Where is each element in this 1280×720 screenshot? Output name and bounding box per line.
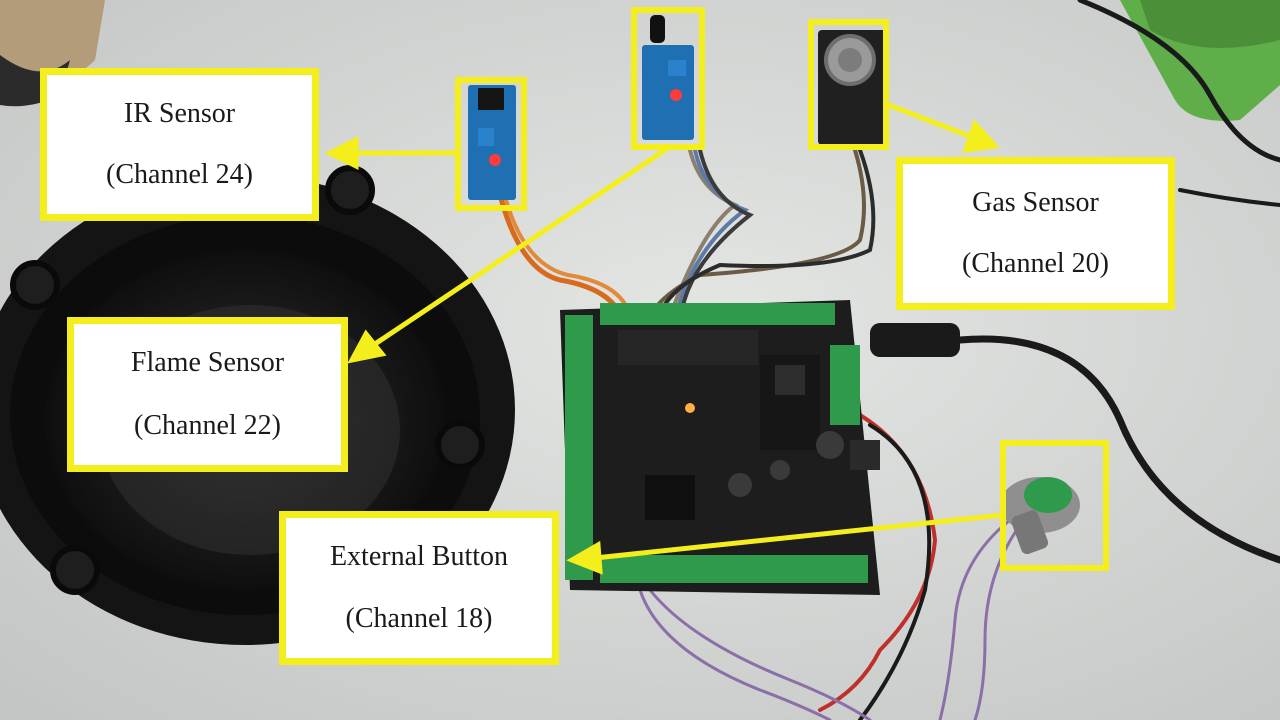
callout-arrows: [324, 101, 1004, 575]
external-button-channel: (Channel 18): [345, 603, 493, 634]
ir-sensor-name: IR Sensor: [123, 97, 236, 129]
gas-sensor-label: Gas Sensor (Channel 20): [896, 157, 1175, 310]
gas-arrow-head: [962, 119, 1001, 154]
flame-sensor-channel: (Channel 22): [134, 409, 281, 441]
flame-sensor-name: Flame Sensor: [130, 347, 285, 379]
gas-sensor-module: [818, 30, 888, 145]
controller-board: [560, 300, 880, 595]
flame-sensor-module: [642, 15, 694, 140]
gas-sensor-highlight: [808, 19, 889, 150]
power-plug: [870, 323, 960, 357]
flame-sensor-highlight: [631, 7, 705, 150]
sensor-highlights: [455, 7, 1109, 571]
flame-arrow-line: [370, 145, 670, 349]
green-box-top: [1140, 0, 1280, 48]
push-button-module: [1000, 477, 1080, 555]
external-button-name: External Button: [329, 541, 509, 572]
external-button-label: External Button (Channel 18): [279, 511, 559, 665]
button-highlight: [1000, 440, 1109, 571]
ir-arrow-head: [324, 135, 359, 171]
ir-sensor-channel: (Channel 24): [106, 159, 253, 191]
gas-arrow-line: [885, 101, 973, 140]
button-arrow-head: [566, 540, 603, 575]
flame-sensor-label: Flame Sensor (Channel 22): [67, 317, 348, 472]
ir-sensor-label: IR Sensor (Channel 24): [40, 68, 319, 221]
gas-sensor-channel: (Channel 20): [962, 248, 1109, 280]
flame-arrow-head: [347, 329, 387, 364]
ir-sensor-highlight: [455, 77, 527, 211]
ir-sensor-module: [468, 85, 516, 200]
gas-sensor-name: Gas Sensor: [972, 186, 1099, 218]
button-arrow-line: [594, 512, 1004, 561]
